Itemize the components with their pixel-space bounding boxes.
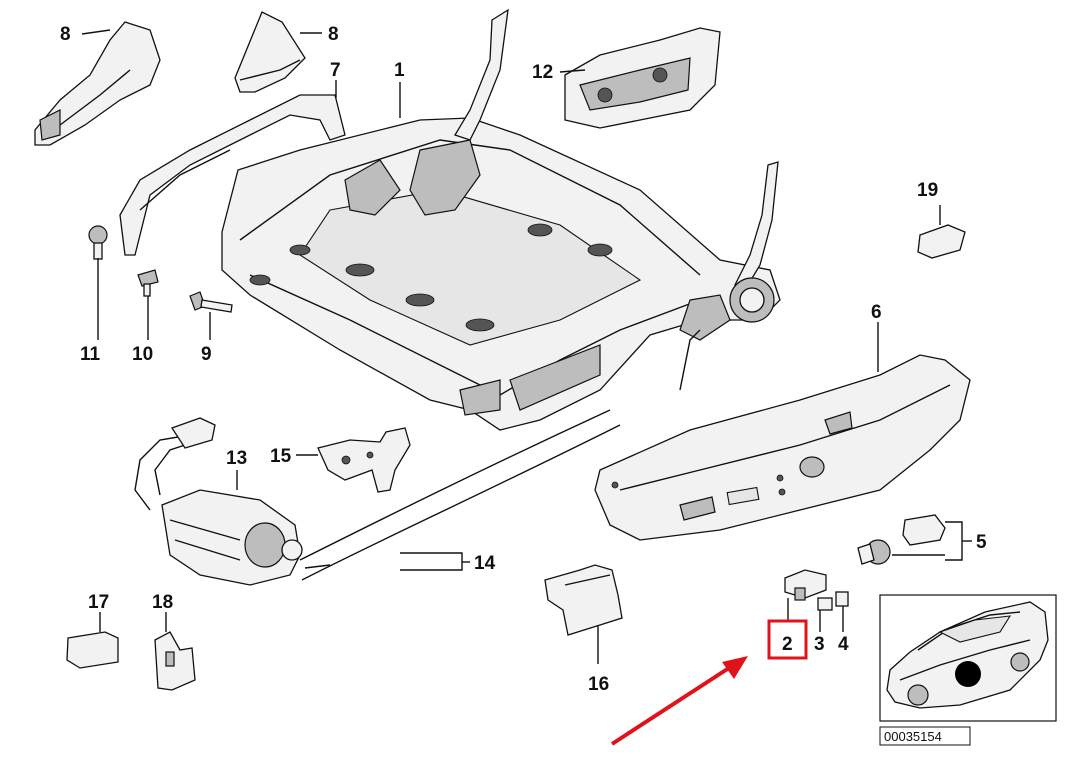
recliner-mechanism bbox=[564, 27, 721, 129]
label-7: 7 bbox=[330, 60, 341, 81]
highlight-box bbox=[767, 619, 808, 660]
leader-lines bbox=[81, 29, 972, 664]
label-14: 14 bbox=[474, 553, 496, 574]
label-18: 18 bbox=[152, 592, 173, 613]
fastener-10 bbox=[137, 269, 159, 297]
label-8-front: 8 bbox=[60, 24, 71, 45]
motor-13 bbox=[134, 417, 303, 586]
part-labels: 8 8 7 1 12 19 11 10 9 6 13 15 5 14 17 18… bbox=[60, 24, 987, 695]
cable-14 bbox=[299, 409, 621, 581]
seat-frame bbox=[221, 8, 781, 431]
side-panel bbox=[594, 354, 971, 541]
label-13: 13 bbox=[226, 448, 247, 469]
label-15: 15 bbox=[270, 446, 292, 467]
switch-5 bbox=[857, 514, 946, 565]
bolt-9 bbox=[189, 291, 233, 313]
label-8-cover: 8 bbox=[328, 24, 339, 45]
label-4: 4 bbox=[838, 634, 849, 655]
label-2: 2 bbox=[782, 634, 793, 655]
bracket-16 bbox=[544, 564, 623, 636]
car-inset: 00035154 bbox=[879, 594, 1057, 746]
label-10: 10 bbox=[132, 344, 153, 365]
label-6: 6 bbox=[871, 302, 882, 323]
label-19: 19 bbox=[917, 180, 938, 201]
label-5: 5 bbox=[976, 532, 987, 553]
button-4 bbox=[835, 591, 849, 607]
cap-19 bbox=[917, 224, 966, 259]
label-9: 9 bbox=[201, 344, 212, 365]
side-trim-front bbox=[34, 21, 161, 146]
clip-17 bbox=[66, 631, 119, 669]
bracket-15 bbox=[317, 427, 411, 493]
fastener-11 bbox=[88, 225, 108, 260]
label-11: 11 bbox=[80, 344, 101, 365]
location-dot bbox=[955, 661, 981, 687]
label-12: 12 bbox=[532, 62, 553, 83]
diagram-number: 00035154 bbox=[884, 729, 942, 744]
cover-cap bbox=[234, 11, 306, 93]
label-3: 3 bbox=[814, 634, 825, 655]
red-arrow bbox=[610, 656, 748, 746]
switch-2 bbox=[784, 569, 827, 601]
clip-18 bbox=[154, 631, 196, 691]
trim-strip bbox=[119, 94, 346, 256]
label-1: 1 bbox=[394, 60, 405, 81]
button-3 bbox=[817, 597, 833, 611]
label-17: 17 bbox=[88, 592, 109, 613]
label-16: 16 bbox=[588, 674, 609, 695]
